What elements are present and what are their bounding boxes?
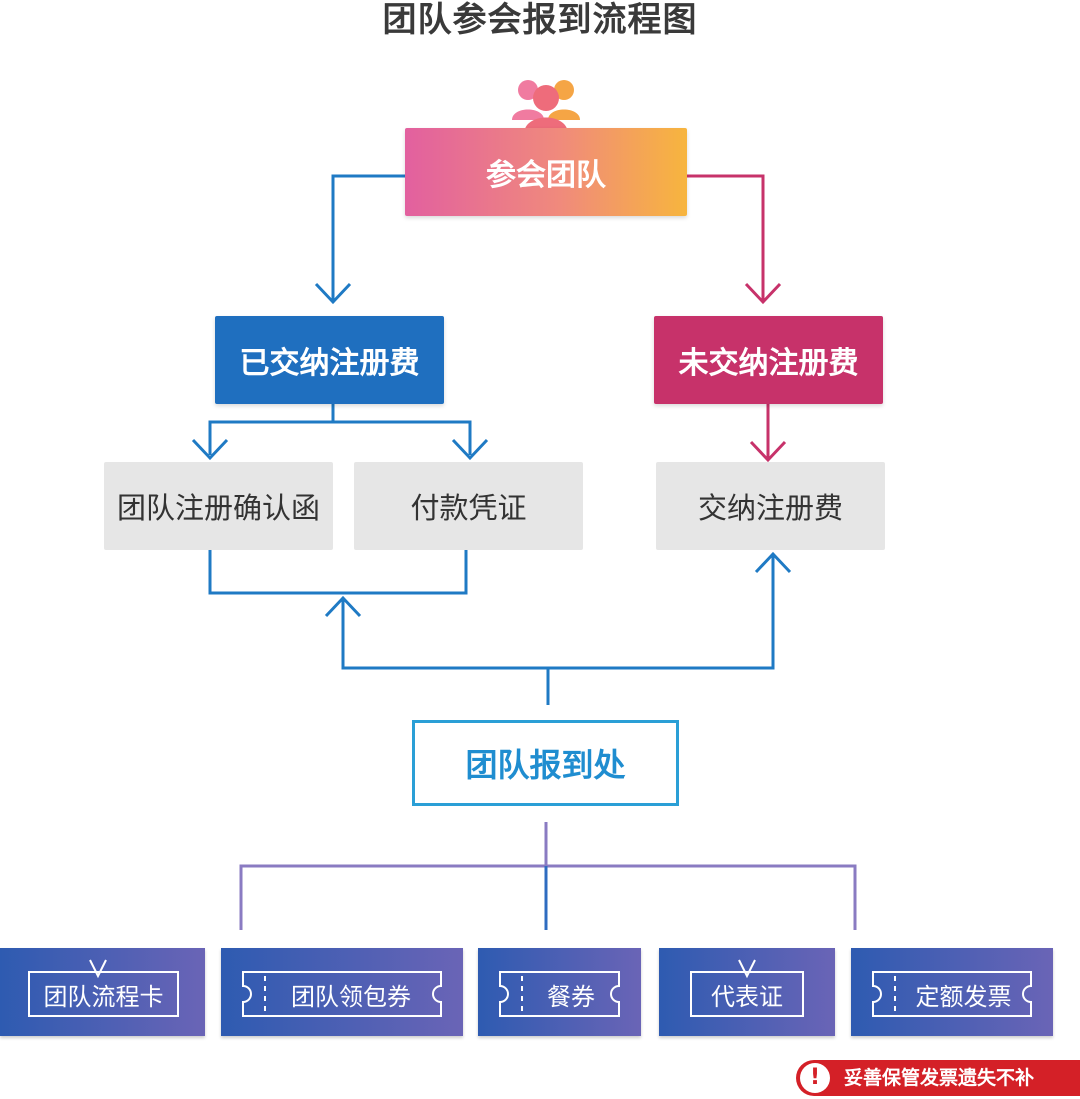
- invoice-warning-badge: ! 妥善保管发票遗失不补: [796, 1060, 1080, 1096]
- item-flow-card: 团队流程卡: [0, 948, 205, 1036]
- item-meal-voucher: 餐券: [478, 948, 641, 1036]
- items-bracket: [239, 864, 857, 930]
- item-label: 餐券: [547, 982, 595, 1011]
- item-label: 团队流程卡: [43, 982, 164, 1011]
- item-bag-voucher: 团队领包券: [221, 948, 463, 1036]
- arrowhead-voucher: [451, 438, 489, 461]
- ticket-icon: [499, 971, 620, 1017]
- card-icon: [690, 959, 804, 1017]
- arrow-start-to-paid: [331, 174, 405, 300]
- warning-pill: [796, 1060, 1080, 1096]
- card-icon: [28, 959, 179, 1017]
- checkin-desk-node: 团队报到处: [412, 720, 679, 806]
- paid-fee-node: 已交纳注册费: [215, 316, 444, 404]
- unpaid-fee-node: 未交纳注册费: [654, 316, 883, 404]
- warning-text: 妥善保管发票遗失不补: [844, 1067, 1035, 1089]
- pay-fee-node: 交纳注册费: [656, 462, 885, 550]
- confirmation-letter-node: 团队注册确认函: [104, 462, 333, 550]
- arrow-paid-split: [208, 404, 335, 455]
- payment-voucher-node: 付款凭证: [354, 462, 583, 550]
- item-fixed-invoice: 定额发票: [851, 948, 1053, 1036]
- team-icon: [512, 80, 580, 134]
- team-node: 参会团队: [405, 128, 687, 216]
- ticket-icon: [872, 971, 1032, 1017]
- page-title: 团队参会报到流程图: [382, 0, 698, 40]
- arrowhead-pay-up: [754, 551, 792, 574]
- item-label: 定额发票: [915, 982, 1012, 1011]
- item-delegate-badge: 代表证: [659, 948, 835, 1036]
- arrow-paid-split-right: [333, 420, 472, 455]
- arrowhead-unpaid: [744, 282, 782, 305]
- item-label: 代表证: [711, 982, 783, 1011]
- docs-bracket: [208, 550, 468, 595]
- item-label: 团队领包券: [291, 982, 411, 1011]
- exclamation-icon: !: [800, 1063, 830, 1093]
- arrowhead-pay: [749, 440, 787, 463]
- arrow-start-to-unpaid: [687, 174, 765, 300]
- arrow-desk-to-pay: [548, 556, 775, 670]
- arrow-desk-to-docs: [341, 600, 550, 705]
- arrowhead-confirm: [191, 438, 229, 461]
- ticket-icon: [242, 971, 442, 1017]
- arrowhead-docs: [324, 595, 362, 618]
- arrowhead-paid: [314, 282, 352, 305]
